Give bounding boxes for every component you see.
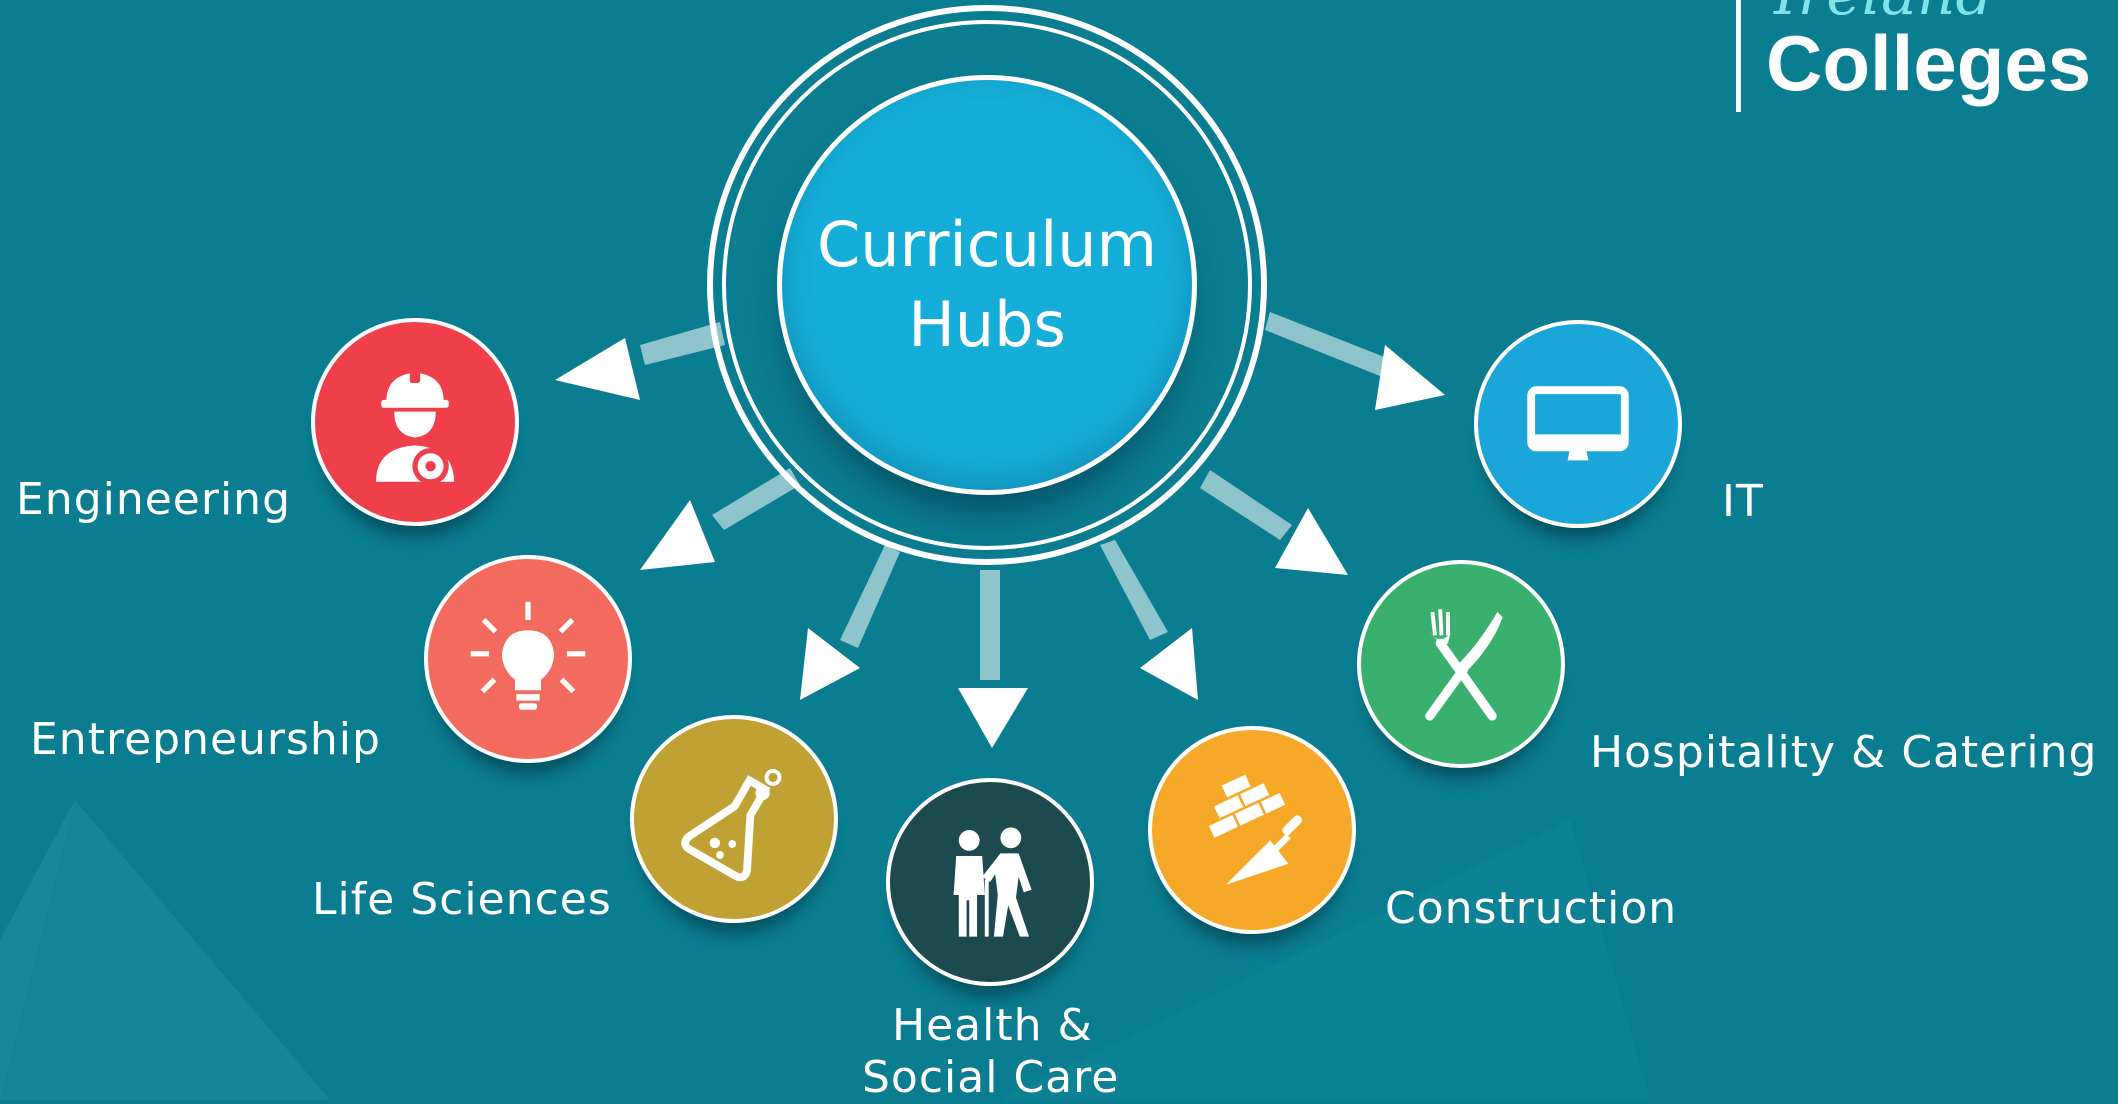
logo-word-top: Ireland	[1774, 0, 1994, 24]
bricks-trowel-icon	[1208, 774, 1303, 885]
hub-life-sciences	[630, 715, 838, 923]
center-middle-ring	[722, 20, 1252, 550]
label-it: IT	[1722, 476, 1764, 527]
label-life-sciences: Life Sciences	[312, 874, 612, 925]
label-hospitality: Hospitality & Catering	[1590, 727, 2098, 778]
arrow-entrepneurship	[640, 468, 800, 570]
elderly-people-icon	[953, 827, 1032, 937]
hub-construction	[1148, 726, 1356, 934]
label-engineering: Engineering	[16, 474, 291, 525]
label-entrepneurship: Entrepneurship	[30, 714, 381, 765]
logo-word: Colleges	[1766, 19, 2092, 107]
flask-icon	[681, 768, 782, 882]
arrow-construction	[1100, 540, 1198, 700]
center-hub: Curriculum Hubs	[777, 75, 1197, 495]
monitor-icon	[1527, 386, 1629, 461]
label-health-line1: Health &	[892, 1000, 1093, 1051]
center-title-line2: Hubs	[908, 288, 1066, 361]
center-title-line1: Curriculum	[816, 208, 1157, 281]
lightbulb-icon	[470, 601, 586, 710]
logo-bar	[1736, 0, 1741, 112]
center-outer-ring	[707, 5, 1267, 565]
label-health-line2: Social Care	[862, 1052, 1120, 1103]
arrow-hospitality	[1200, 470, 1348, 575]
engineer-icon	[376, 367, 454, 485]
hub-engineering	[311, 318, 519, 526]
fork-knife-icon	[1425, 609, 1503, 721]
hub-entrepneurship	[424, 555, 632, 763]
hub-health-social-care	[886, 778, 1094, 986]
arrow-it	[1265, 312, 1445, 410]
arrow-life-sciences	[800, 545, 900, 700]
arrow-engineering	[555, 322, 725, 400]
arrow-health	[958, 570, 1028, 748]
hub-it	[1474, 320, 1682, 528]
hub-hospitality	[1357, 560, 1565, 768]
label-construction: Construction	[1385, 883, 1678, 934]
